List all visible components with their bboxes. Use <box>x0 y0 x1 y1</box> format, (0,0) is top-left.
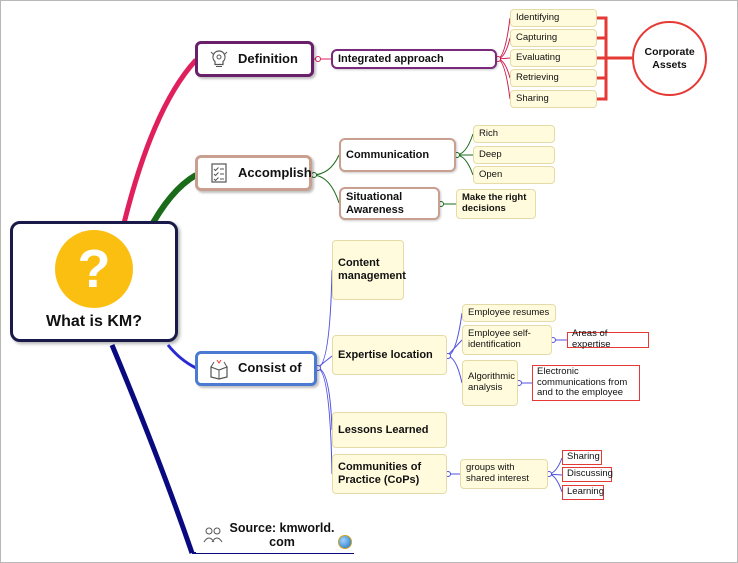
expertise-location-node[interactable]: Expertise location <box>332 335 447 375</box>
item-label: Learning <box>567 486 604 498</box>
employee-resumes-node[interactable]: Employee resumes <box>462 304 556 322</box>
topic-consist-of[interactable]: Consist of <box>195 351 317 386</box>
branch-source-line <box>109 344 195 554</box>
open-box-icon <box>210 359 228 380</box>
item-label: groups with shared interest <box>466 462 529 484</box>
topic-accomplish-label: Accomplish <box>238 164 312 180</box>
item-label: Algorithmic analysis <box>468 371 515 393</box>
item-label: Identifying <box>516 11 560 23</box>
item-label: Retrieving <box>516 71 559 83</box>
question-mark-icon: ? <box>55 230 133 308</box>
center-topic[interactable]: ? What is KM? <box>10 221 178 342</box>
corporate-assets-label: Corporate Assets <box>644 46 695 71</box>
communication-item-deep[interactable]: Deep <box>473 146 555 164</box>
definition-item-capturing[interactable]: Capturing <box>510 29 597 47</box>
algorithmic-analysis-node[interactable]: Algorithmic analysis <box>462 360 518 406</box>
item-label: Evaluating <box>516 51 561 63</box>
note-label: Make the right decisions <box>462 192 527 214</box>
situational-awareness-label: Situational Awareness <box>346 190 404 216</box>
question-mark-symbol: ? <box>77 239 111 299</box>
item-label: Capturing <box>516 31 558 43</box>
cops-label: Communities of Practice (CoPs) <box>338 461 422 486</box>
expertise-location-label: Expertise location <box>338 348 433 361</box>
topic-definition[interactable]: Definition <box>195 41 314 77</box>
topic-accomplish[interactable]: Accomplish <box>195 155 312 191</box>
definition-item-sharing[interactable]: Sharing <box>510 90 597 108</box>
item-label: Employee self-identification <box>468 328 531 350</box>
source-label: Source: kmworld. com <box>229 520 335 549</box>
communication-item-open[interactable]: Open <box>473 166 555 184</box>
topic-consist-label: Consist of <box>238 360 302 376</box>
employee-self-identification-node[interactable]: Employee self-identification <box>462 325 552 355</box>
communication-label: Communication <box>346 148 430 161</box>
lessons-learned-label: Lessons Learned <box>338 423 429 436</box>
center-title: What is KM? <box>46 313 142 330</box>
areas-of-expertise-node[interactable]: Areas of expertise <box>567 328 649 350</box>
item-label: Areas of expertise <box>572 328 611 350</box>
definition-item-evaluating[interactable]: Evaluating <box>510 49 597 67</box>
corporate-assets-circle[interactable]: Corporate Assets <box>632 21 707 96</box>
bulb-gears-icon <box>210 50 228 67</box>
situational-awareness-node[interactable]: Situational Awareness <box>339 187 440 220</box>
groups-shared-interest-node[interactable]: groups with shared interest <box>460 459 548 489</box>
lessons-learned-node[interactable]: Lessons Learned <box>332 412 447 448</box>
communities-of-practice-node[interactable]: Communities of Practice (CoPs) <box>332 454 447 494</box>
item-label: Electronic communications from and to th… <box>537 365 628 399</box>
branch-definition-line <box>117 58 198 241</box>
content-management-node[interactable]: Content management <box>332 240 406 300</box>
content-management-label: Content management <box>338 257 406 282</box>
checklist-icon <box>211 163 227 183</box>
item-label: Open <box>479 168 503 180</box>
integrated-approach-label: Integrated approach <box>338 52 444 65</box>
cops-item-learning[interactable]: Learning <box>562 485 604 500</box>
item-label: Sharing <box>567 451 600 463</box>
electronic-communications-node[interactable]: Electronic communications from and to th… <box>532 365 640 401</box>
definition-item-retrieving[interactable]: Retrieving <box>510 69 597 87</box>
source-node[interactable]: Source: kmworld. com <box>196 517 354 553</box>
item-label: Sharing <box>516 92 549 104</box>
cops-item-sharing[interactable]: Sharing <box>562 450 602 465</box>
globe-icon <box>338 535 352 549</box>
definition-bracket <box>597 16 632 101</box>
item-label: Discussing <box>567 468 613 480</box>
make-right-decisions-note[interactable]: Make the right decisions <box>456 189 536 219</box>
cops-item-discussing[interactable]: Discussing <box>562 467 613 482</box>
definition-item-identifying[interactable]: Identifying <box>510 9 597 27</box>
people-icon <box>203 527 223 543</box>
item-label: Employee resumes <box>468 306 550 318</box>
item-label: Rich <box>479 127 499 139</box>
communication-node[interactable]: Communication <box>339 138 456 172</box>
integrated-approach-node[interactable]: Integrated approach <box>331 49 497 69</box>
communication-item-rich[interactable]: Rich <box>473 125 555 143</box>
item-label: Deep <box>479 148 502 160</box>
branch-consist-line <box>166 344 197 370</box>
topic-definition-label: Definition <box>238 50 298 66</box>
